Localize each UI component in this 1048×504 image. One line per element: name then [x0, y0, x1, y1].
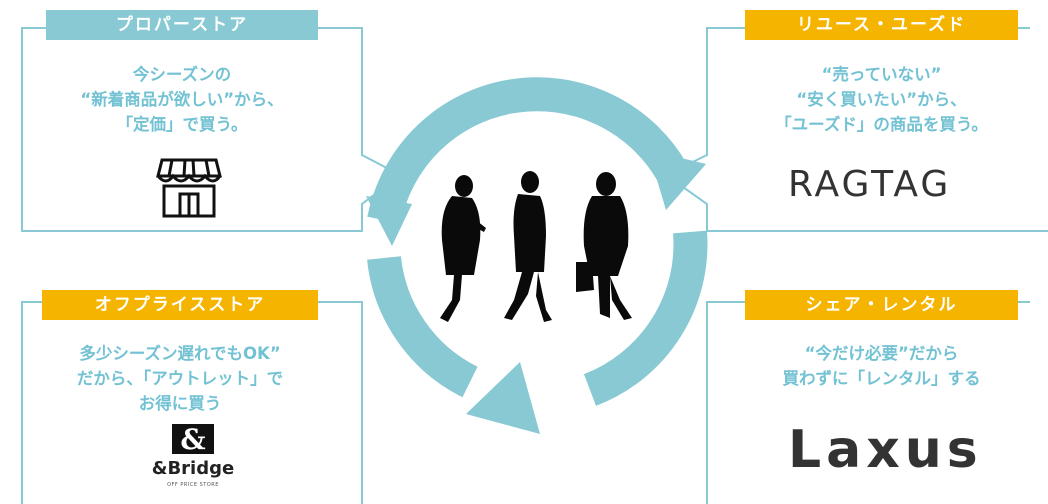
bridge-logo-subtext: OFF PRICE STORE: [167, 482, 219, 488]
arrowhead-top-right: [648, 150, 706, 210]
desc-reuse-used: “売っていない” “安く買いたい”から、 「ユーズド」の商品を買う。: [745, 62, 1018, 137]
arrowhead-top-left: [366, 196, 412, 246]
label-reuse-used: リユース・ユーズド: [745, 10, 1018, 40]
desc-line: 「ユーズド」の商品を買う。: [775, 115, 988, 134]
desc-line: 多少シーズン遅れでもOK”: [79, 344, 281, 363]
label-off-price-store: オフプライスストア: [42, 290, 318, 320]
label-proper-store: プロパーストア: [46, 10, 318, 40]
cycle-arrow: [367, 77, 708, 406]
desc-line: “安く買いたい”から、: [796, 90, 967, 109]
desc-line: “今だけ必要”だから: [804, 344, 959, 363]
ragtag-logo: RAGTAG: [788, 164, 952, 205]
desc-line: お得に買う: [138, 394, 222, 413]
bridge-logo-text: &Bridge: [151, 458, 235, 479]
panel-outline-bottom-left: [21, 301, 363, 504]
svg-text:&: &: [180, 423, 205, 456]
bridge-logo-icon: &: [172, 423, 214, 456]
label-share-rental: シェア・レンタル: [745, 290, 1018, 320]
desc-proper-store: 今シーズンの “新着商品が欲しい”から、 「定価」で買う。: [46, 62, 318, 137]
laxus-logo: Laxus: [788, 420, 983, 480]
desc-line: 今シーズンの: [132, 65, 232, 84]
desc-line: “売っていない”: [821, 65, 942, 84]
shoppers-silhouette: [440, 171, 632, 322]
arrowhead-bottom-left: [466, 362, 540, 434]
panel-outline-bottom-right: [706, 301, 1030, 504]
panel-outline-top-left: [21, 27, 402, 232]
desc-off-price-store: 多少シーズン遅れでもOK” だから、「アウトレット」で お得に買う: [42, 341, 318, 416]
desc-share-rental: “今だけ必要”だから 買わずに「レンタル」する: [745, 341, 1018, 391]
desc-line: だから、「アウトレット」で: [76, 369, 284, 388]
desc-line: 「定価」で買う。: [116, 115, 248, 134]
storefront-icon: [156, 158, 222, 218]
desc-line: 買わずに「レンタル」する: [782, 369, 981, 388]
desc-line: “新着商品が欲しい”から、: [80, 90, 284, 109]
